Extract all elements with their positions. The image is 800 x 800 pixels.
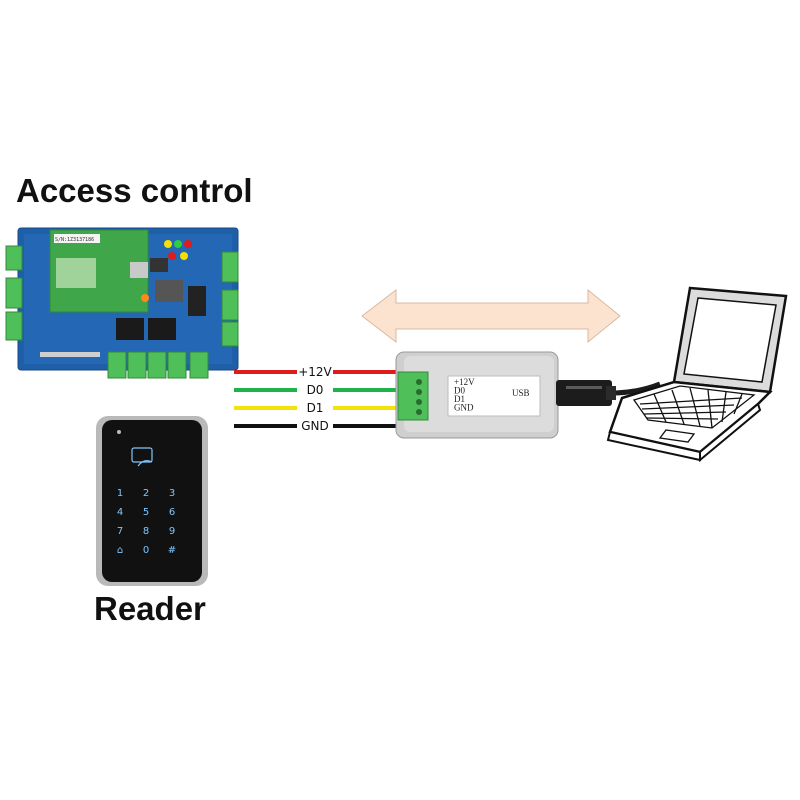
adapter-pin-label: GND — [454, 403, 474, 413]
keypad-key: ⌂ — [117, 545, 123, 556]
keypad-key: 1 — [117, 488, 123, 499]
keypad-key: 0 — [143, 545, 149, 556]
keypad-key: 3 — [169, 488, 175, 499]
adapter-pin-label: +12V — [454, 377, 475, 387]
keypad-key: # — [168, 545, 176, 556]
access-control-board: S/N:1Z3137186 — [5, 227, 239, 379]
keypad-keys: 1 2 3 4 5 6 7 8 9 ⌂ 0 # — [117, 488, 176, 556]
adapter-pin-label: D0 — [454, 386, 465, 396]
rfid-card-icon — [131, 447, 153, 467]
keypad-key: 7 — [117, 526, 123, 537]
bidirectional-arrow — [361, 288, 621, 344]
access-control-heading: Access control — [16, 172, 253, 209]
wire-label: D1 — [307, 401, 324, 415]
keypad-key: 9 — [169, 526, 175, 537]
adapter-pin-label: D1 — [454, 394, 465, 404]
keypad-key: 2 — [143, 488, 149, 499]
laptop-illustration — [606, 286, 788, 463]
reader-keypad: 1 2 3 4 5 6 7 8 9 ⌂ 0 # — [96, 416, 208, 586]
keypad-key: 4 — [117, 507, 123, 518]
wire-label: +12V — [298, 365, 332, 379]
keypad-key: 6 — [169, 507, 175, 518]
wire-label: GND — [301, 419, 329, 433]
keypad-key: 5 — [143, 507, 149, 518]
usb-port-label: USB — [512, 388, 530, 398]
reader-heading: Reader — [94, 590, 206, 627]
wire-label: D0 — [307, 383, 324, 397]
serial-label: S/N:1Z3137186 — [55, 237, 94, 243]
keypad-key: 8 — [143, 526, 149, 537]
